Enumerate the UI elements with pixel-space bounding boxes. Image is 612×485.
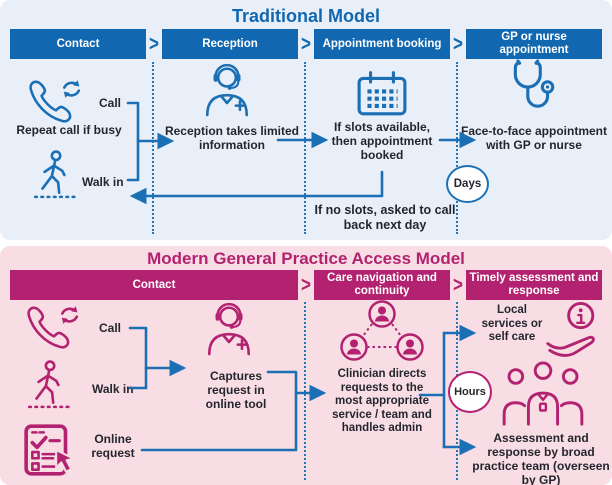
local-services-note: Local services or self care	[481, 304, 543, 344]
chevron-right-icon: >	[453, 272, 463, 297]
reception-note: Reception takes limited information	[164, 124, 300, 153]
practice-team-icon	[500, 360, 586, 428]
stethoscope-icon	[506, 58, 560, 116]
stage-header-timely-assessment: Timely assessment and response	[466, 270, 602, 300]
days-badge: Days	[446, 165, 489, 203]
walk-in-label: Walk in	[92, 382, 134, 396]
chevron-right-icon: >	[149, 31, 159, 56]
stage-header-appointment-booking: Appointment booking	[314, 29, 450, 59]
booking-note: If slots available, then appointment boo…	[331, 120, 433, 163]
clinician-team-icon	[338, 300, 426, 364]
walk-in-icon	[34, 150, 76, 200]
clinician-note: Clinician directs requests to the most a…	[332, 368, 432, 435]
repeat-call-note: Repeat call if busy	[16, 123, 122, 137]
column-divider	[304, 62, 306, 234]
online-request-icon	[22, 423, 80, 479]
assessment-note: Assessment and response by broad practic…	[472, 431, 610, 485]
stage-header-modern-contact: Contact	[10, 270, 298, 300]
hours-badge: Hours	[448, 371, 492, 413]
captures-note: Captures request in online tool	[205, 369, 267, 412]
phone-repeat-icon	[24, 304, 82, 350]
stage-header-reception: Reception	[162, 29, 298, 59]
stage-header-care-navigation: Care navigation and continuity	[314, 270, 450, 300]
no-slots-note: If no slots, asked to call back next day	[314, 203, 456, 232]
online-request-label: Online request	[91, 432, 135, 461]
call-label: Call	[99, 96, 122, 110]
column-divider	[152, 62, 154, 234]
info-hand-icon	[544, 300, 602, 364]
chevron-right-icon: >	[301, 272, 311, 297]
care-navigator-icon	[202, 298, 256, 358]
modern-title: Modern General Practice Access Model	[147, 249, 465, 268]
call-label: Call	[99, 321, 122, 335]
face-to-face-note: Face-to-face appointment with GP or nurs…	[460, 124, 607, 153]
walk-in-label: Walk in	[82, 175, 124, 189]
phone-repeat-icon	[26, 78, 84, 124]
traditional-title: Traditional Model	[231, 6, 380, 26]
chevron-right-icon: >	[301, 31, 311, 56]
stage-header-contact: Contact	[10, 29, 146, 59]
stage-header-gp-appointment: GP or nurse appointment	[466, 29, 602, 59]
receptionist-icon	[200, 60, 254, 118]
column-divider	[456, 62, 458, 234]
calendar-icon	[356, 70, 408, 118]
chevron-right-icon: >	[453, 31, 463, 56]
walk-in-icon	[28, 360, 70, 410]
column-divider	[304, 302, 306, 480]
